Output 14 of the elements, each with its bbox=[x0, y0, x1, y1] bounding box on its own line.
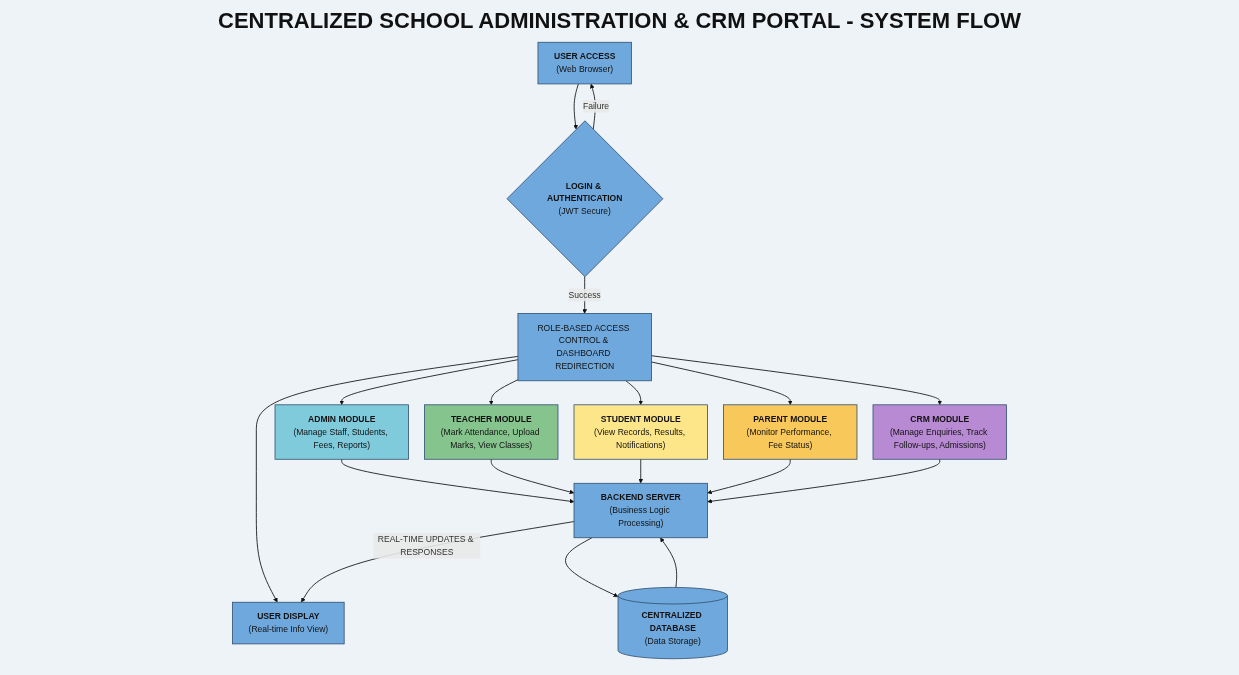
node-box: USER DISPLAY (Real-time Info View) bbox=[232, 601, 345, 645]
edge-label: REAL-TIME UPDATES & RESPONSES bbox=[377, 534, 474, 557]
node-diamond: LOGIN & AUTHENTICATION (JWT Secure) bbox=[506, 120, 664, 278]
diagram-title: CENTRALIZED SCHOOL ADMINISTRATION & CRM PORTAL - SYSTEM FLOW bbox=[217, 8, 1022, 34]
edge-label: Failure bbox=[583, 101, 610, 111]
node-box: TEACHER MODULE (Mark Attendance, Upload Marks, View Classes) bbox=[424, 404, 559, 460]
node-box: ROLE-BASED ACCESS CONTROL & DASHBOARD REDIRECTION bbox=[517, 313, 652, 382]
node-box: ADMIN MODULE (Manage Staff, Students, Fees, Reports) bbox=[274, 404, 409, 460]
node-box: STUDENT MODULE (View Records, Results, Notifications) bbox=[573, 404, 708, 460]
node-box: PARENT MODULE (Monitor Performance, Fee Status) bbox=[723, 404, 858, 460]
edge-label: Success bbox=[568, 290, 601, 300]
node-box: BACKEND SERVER (Business Logic Processing) bbox=[573, 482, 708, 539]
node-box: USER ACCESS (Web Browser) bbox=[537, 41, 632, 85]
node-box: CRM MODULE (Manage Enquiries, Track Follow-ups, Admissions) bbox=[872, 404, 1007, 460]
